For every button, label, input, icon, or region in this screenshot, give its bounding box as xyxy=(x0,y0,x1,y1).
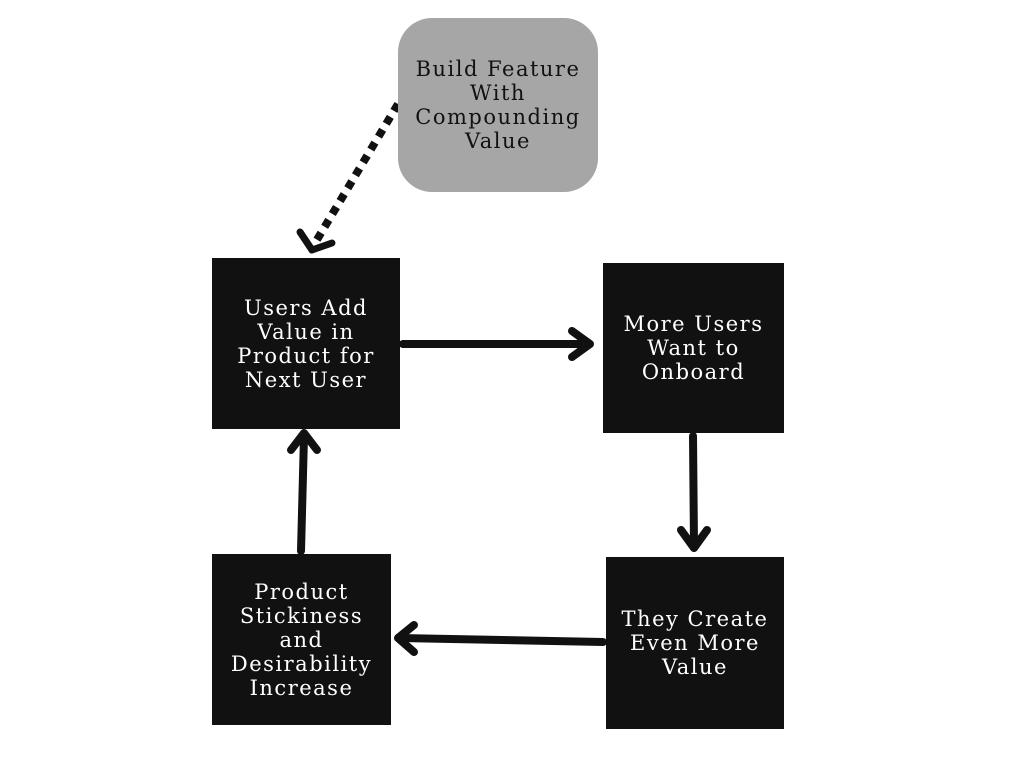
start-node-label: Build Feature With Compounding Value xyxy=(415,57,581,153)
edge-start-to-users-add-value xyxy=(296,101,402,254)
stickiness-node: Product Stickiness and Desirability Incr… xyxy=(212,554,391,725)
edge-stickiness-to-users-add-value xyxy=(287,429,321,555)
start-node: Build Feature With Compounding Value xyxy=(398,18,598,192)
create-value-node: They Create Even More Value xyxy=(606,557,784,729)
users-add-value-node: Users Add Value in Product for Next User xyxy=(212,258,400,429)
more-users-label: More Users Want to Onboard xyxy=(623,312,764,384)
create-value-label: They Create Even More Value xyxy=(621,607,769,679)
edge-more-users-to-create-value xyxy=(677,432,711,552)
users-add-value-label: Users Add Value in Product for Next User xyxy=(237,295,375,392)
more-users-node: More Users Want to Onboard xyxy=(603,263,784,433)
edge-users-add-value-to-more-users xyxy=(399,327,594,361)
edge-create-value-to-stickiness xyxy=(394,621,607,656)
stickiness-label: Product Stickiness and Desirability Incr… xyxy=(230,579,373,700)
